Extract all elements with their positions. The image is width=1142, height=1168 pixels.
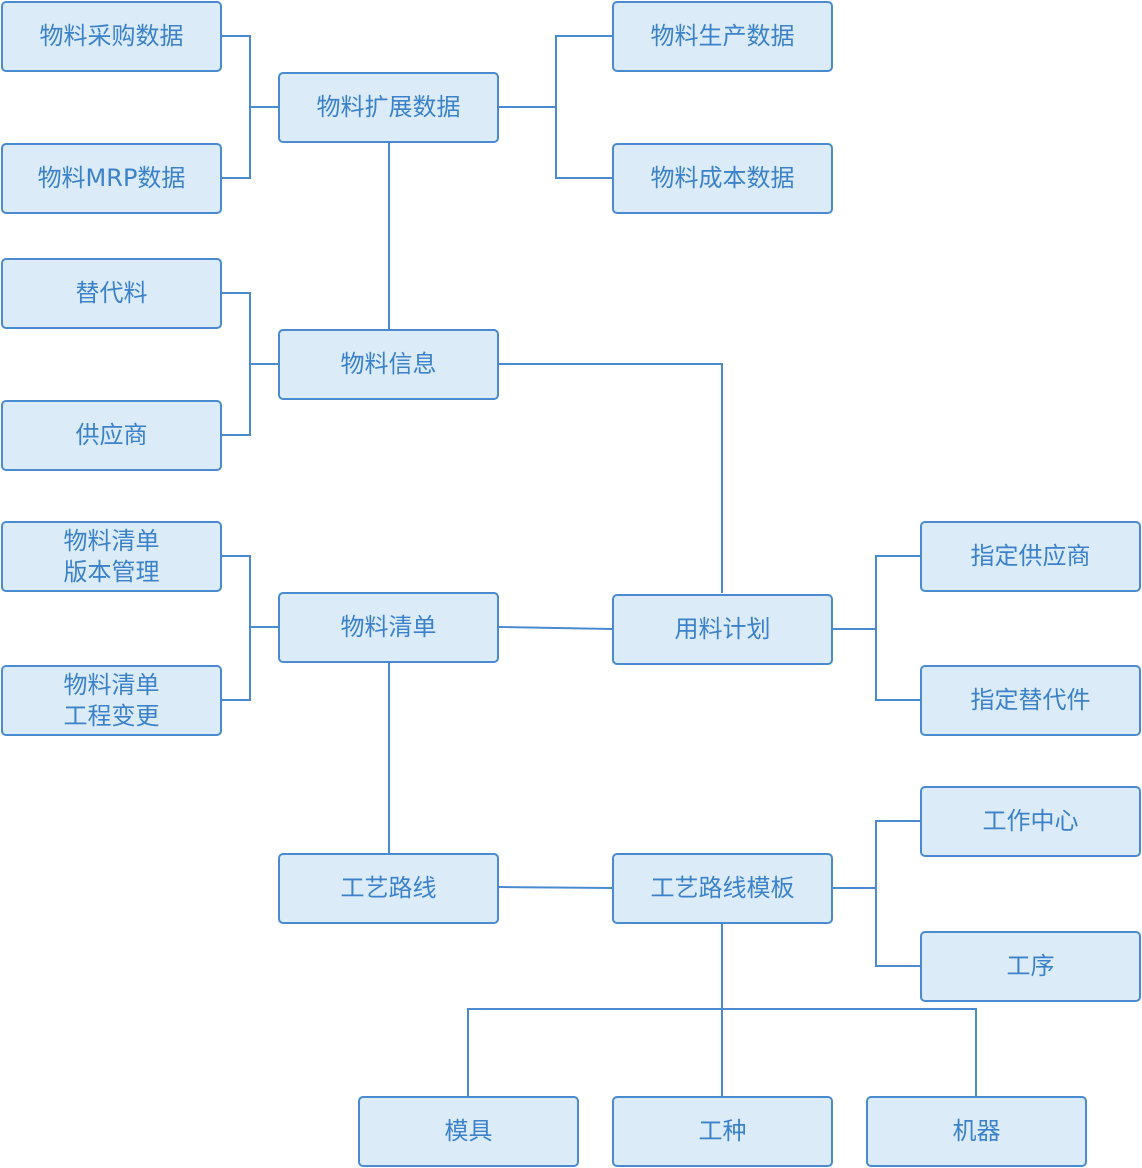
connector-substitute-info xyxy=(222,292,278,365)
node-assigned-supplier: 指定供应商 xyxy=(920,521,1141,592)
connector-mrp-extended xyxy=(222,107,251,179)
node-routing-template: 工艺路线模板 xyxy=(612,853,833,924)
connector-info-plan xyxy=(499,363,723,593)
node-machine-label: 机器 xyxy=(952,1117,1001,1145)
connector-extended-cost xyxy=(555,107,612,179)
node-supplier: 供应商 xyxy=(1,400,222,471)
node-work-center: 工作中心 xyxy=(920,786,1141,857)
node-machine: 机器 xyxy=(866,1096,1087,1167)
node-extended-data-label: 物料扩展数据 xyxy=(316,93,461,121)
connector-plan-assignedsupplier xyxy=(833,555,920,630)
connector-purchase-extended xyxy=(222,35,278,108)
node-routing-template-label: 工艺路线模板 xyxy=(650,874,795,902)
node-material-plan: 用料计划 xyxy=(612,594,833,665)
connector-template-operation xyxy=(875,888,920,967)
connector-plan-assignedsubstitute xyxy=(875,629,920,701)
node-bom-change: 物料清单 工程变更 xyxy=(1,665,222,736)
node-assigned-substitute-label: 指定替代件 xyxy=(970,686,1091,714)
connector-bom-plan xyxy=(498,626,613,630)
node-bom-label: 物料清单 xyxy=(340,613,437,641)
node-assigned-substitute: 指定替代件 xyxy=(920,665,1141,736)
node-bom-change-line2: 工程变更 xyxy=(63,701,160,730)
connector-routing-template xyxy=(498,886,613,889)
node-cost-data-label: 物料成本数据 xyxy=(650,164,795,192)
node-work-type: 工种 xyxy=(612,1096,833,1167)
node-bom-version-line2: 版本管理 xyxy=(63,557,160,586)
node-bom-version: 物料清单 版本管理 xyxy=(1,521,222,592)
node-material-plan-label: 用料计划 xyxy=(674,615,771,643)
node-substitute: 替代料 xyxy=(1,258,222,329)
node-work-center-label: 工作中心 xyxy=(982,807,1079,835)
connector-resource-bus xyxy=(467,1008,977,1096)
connector-supplier-info xyxy=(222,364,251,436)
node-mrp-data-label: 物料MRP数据 xyxy=(37,164,186,192)
node-production-data-label: 物料生产数据 xyxy=(650,22,795,50)
node-bom-change-line1: 物料清单 xyxy=(63,670,160,699)
node-extended-data: 物料扩展数据 xyxy=(278,72,499,143)
node-cost-data: 物料成本数据 xyxy=(612,143,833,214)
node-routing: 工艺路线 xyxy=(278,853,499,924)
node-assigned-supplier-label: 指定供应商 xyxy=(970,542,1091,570)
node-work-type-label: 工种 xyxy=(698,1117,747,1145)
connector-bomchange-bom xyxy=(222,627,251,701)
node-material-info: 物料信息 xyxy=(278,329,499,400)
node-supplier-label: 供应商 xyxy=(75,421,148,449)
node-operation: 工序 xyxy=(920,931,1141,1002)
node-substitute-label: 替代料 xyxy=(75,279,148,307)
node-routing-label: 工艺路线 xyxy=(340,874,437,902)
node-operation-label: 工序 xyxy=(1006,952,1055,980)
connector-template-workcenter xyxy=(833,820,920,889)
node-production-data: 物料生产数据 xyxy=(612,1,833,72)
node-bom: 物料清单 xyxy=(278,592,499,663)
node-purchase-data: 物料采购数据 xyxy=(1,1,222,72)
node-bom-version-line1: 物料清单 xyxy=(63,526,160,555)
connector-extended-production xyxy=(499,35,612,108)
node-mold-label: 模具 xyxy=(444,1117,493,1145)
node-mrp-data: 物料MRP数据 xyxy=(1,143,222,214)
node-material-info-label: 物料信息 xyxy=(340,350,437,378)
node-mold: 模具 xyxy=(358,1096,579,1167)
node-purchase-data-label: 物料采购数据 xyxy=(39,22,184,50)
connector-bomversion-bom xyxy=(222,555,278,628)
